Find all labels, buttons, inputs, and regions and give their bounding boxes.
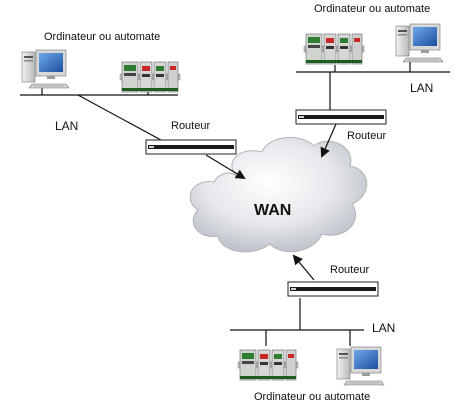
link-arrow-bottom bbox=[292, 254, 315, 281]
computer-icon bbox=[21, 49, 70, 89]
router-icon bbox=[287, 281, 379, 297]
site-bottom bbox=[230, 254, 385, 386]
device-label-top-left: Ordinateur ou automate bbox=[44, 31, 161, 43]
router-label-top-right: Routeur bbox=[347, 130, 387, 142]
computer-icon bbox=[336, 346, 385, 386]
plc-icon bbox=[237, 349, 299, 381]
lan-label-bottom: LAN bbox=[372, 321, 396, 335]
plc-icon bbox=[119, 61, 181, 93]
device-label-top-right: Ordinateur ou automate bbox=[314, 3, 431, 15]
device-label-bottom: Ordinateur ou automate bbox=[254, 391, 371, 403]
site-top-left bbox=[20, 49, 246, 180]
router-label-bottom: Routeur bbox=[330, 264, 370, 276]
link-arrow-top-left bbox=[205, 154, 246, 180]
lan-label-top-right: LAN bbox=[410, 81, 434, 95]
router-icon bbox=[295, 109, 387, 125]
computer-icon bbox=[395, 23, 444, 63]
router-icon bbox=[145, 139, 237, 155]
router-label-top-left: Routeur bbox=[171, 120, 211, 132]
lan-label-top-left: LAN bbox=[55, 119, 79, 133]
plc-icon bbox=[303, 33, 365, 65]
wan-label: WAN bbox=[254, 202, 292, 219]
wan-cloud bbox=[189, 136, 368, 253]
site-top-right bbox=[295, 23, 450, 158]
link-arrow-top-right bbox=[320, 123, 337, 158]
